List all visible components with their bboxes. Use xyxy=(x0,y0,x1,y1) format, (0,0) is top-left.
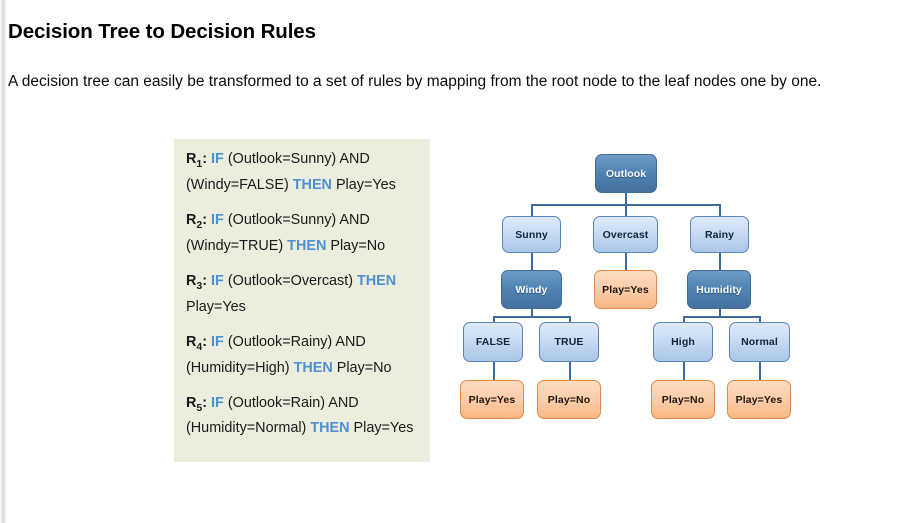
tree-edge-rainy-humidity xyxy=(719,252,721,270)
rule-then-keyword: THEN xyxy=(287,237,327,254)
tree-edge-humidity-stem xyxy=(719,308,721,318)
rule-if-keyword: IF xyxy=(211,151,224,167)
tree-node-high[interactable]: High xyxy=(653,322,713,362)
rule-item: R2: IF (Outlook=Sunny) AND (Windy=TRUE) … xyxy=(186,210,418,257)
decision-rules-list: R1: IF (Outlook=Sunny) AND (Windy=FALSE)… xyxy=(174,139,430,439)
tree-edge-normal-leaf xyxy=(759,362,761,380)
tree-edge-windy-stem xyxy=(531,308,533,318)
tree-edge-overcast-leaf xyxy=(625,252,627,270)
rule-conclusion: Play=No xyxy=(332,359,392,376)
tree-edge-to-normal xyxy=(759,316,761,326)
tree-edge-sunny-windy xyxy=(531,252,533,270)
tree-edge-to-high xyxy=(683,316,685,326)
tree-edge-to-false xyxy=(493,316,495,326)
rule-condition: (Outlook=Sunny) AND (Windy=FALSE) xyxy=(186,151,370,193)
tree-leaf-overcast-play-yes[interactable]: Play=Yes xyxy=(594,270,657,309)
rule-item: R4: IF (Outlook=Rainy) AND (Humidity=Hig… xyxy=(186,332,418,379)
rule-condition: (Outlook=Rain) AND (Humidity=Normal) xyxy=(186,394,359,437)
tree-edge-humidity-bus xyxy=(683,316,761,318)
rule-label: R5: xyxy=(186,394,208,414)
tree-edge-true-leaf xyxy=(569,362,571,380)
rule-then-keyword: THEN xyxy=(357,272,397,289)
rule-if-keyword: IF xyxy=(211,394,224,411)
rule-then-keyword: THEN xyxy=(310,420,350,437)
rule-label: R4: xyxy=(186,333,208,353)
tree-edge-to-true xyxy=(569,316,571,326)
decision-tree-diagram: Outlook Sunny Overcast Rainy Windy Play=… xyxy=(440,140,840,440)
tree-node-outlook[interactable]: Outlook xyxy=(595,154,657,193)
tree-edge-false-leaf xyxy=(493,362,495,380)
page-title: Decision Tree to Decision Rules xyxy=(8,20,316,43)
tree-leaf-true-play-no[interactable]: Play=No xyxy=(537,380,601,419)
tree-edge-to-overcast xyxy=(625,204,627,216)
tree-leaf-high-play-no[interactable]: Play=No xyxy=(651,380,715,419)
tree-node-humidity[interactable]: Humidity xyxy=(687,270,751,309)
tree-leaf-false-play-yes[interactable]: Play=Yes xyxy=(460,380,524,419)
slide-left-edge-shadow xyxy=(0,0,7,523)
rule-then-keyword: THEN xyxy=(293,359,333,376)
rule-if-keyword: IF xyxy=(211,211,224,228)
rule-label: R2: xyxy=(186,211,208,231)
decision-rules-panel: R1: IF (Outlook=Sunny) AND (Windy=FALSE)… xyxy=(174,139,430,462)
tree-node-rainy[interactable]: Rainy xyxy=(690,216,749,253)
rule-conclusion: Play=No xyxy=(326,237,386,254)
tree-node-windy[interactable]: Windy xyxy=(501,270,562,309)
tree-edge-to-sunny xyxy=(531,204,533,216)
tree-node-false[interactable]: FALSE xyxy=(463,322,523,362)
rule-if-keyword: IF xyxy=(211,272,224,289)
tree-edge-high-leaf xyxy=(683,362,685,380)
rule-condition: (Outlook=Sunny) AND (Windy=TRUE) xyxy=(186,211,370,254)
tree-leaf-normal-play-yes[interactable]: Play=Yes xyxy=(727,380,791,419)
rule-item: R1: IF (Outlook=Sunny) AND (Windy=FALSE)… xyxy=(186,149,418,196)
rule-item: R5: IF (Outlook=Rain) AND (Humidity=Norm… xyxy=(186,393,418,440)
rule-condition: (Outlook=Rainy) AND (Humidity=High) xyxy=(186,333,366,376)
rule-then-keyword: THEN xyxy=(292,176,332,193)
tree-edge-root-stem xyxy=(625,192,627,206)
tree-node-overcast[interactable]: Overcast xyxy=(593,216,658,253)
tree-edge-to-rainy xyxy=(719,204,721,216)
intro-paragraph: A decision tree can easily be transforme… xyxy=(8,73,822,90)
rule-conclusion: Play=Yes xyxy=(186,298,246,315)
rule-item: R3: IF (Outlook=Overcast) THEN Play=Yes xyxy=(186,271,418,318)
rule-if-keyword: IF xyxy=(211,333,224,350)
rule-conclusion: Play=Yes xyxy=(331,176,396,193)
tree-node-normal[interactable]: Normal xyxy=(729,322,790,362)
tree-edge-windy-bus xyxy=(493,316,571,318)
rule-label: R1: xyxy=(186,151,208,170)
rule-condition: (Outlook=Overcast) xyxy=(223,272,357,289)
rule-label: R3: xyxy=(186,272,208,292)
rule-conclusion: Play=Yes xyxy=(349,420,414,437)
tree-node-sunny[interactable]: Sunny xyxy=(502,216,561,253)
tree-node-true[interactable]: TRUE xyxy=(539,322,599,362)
